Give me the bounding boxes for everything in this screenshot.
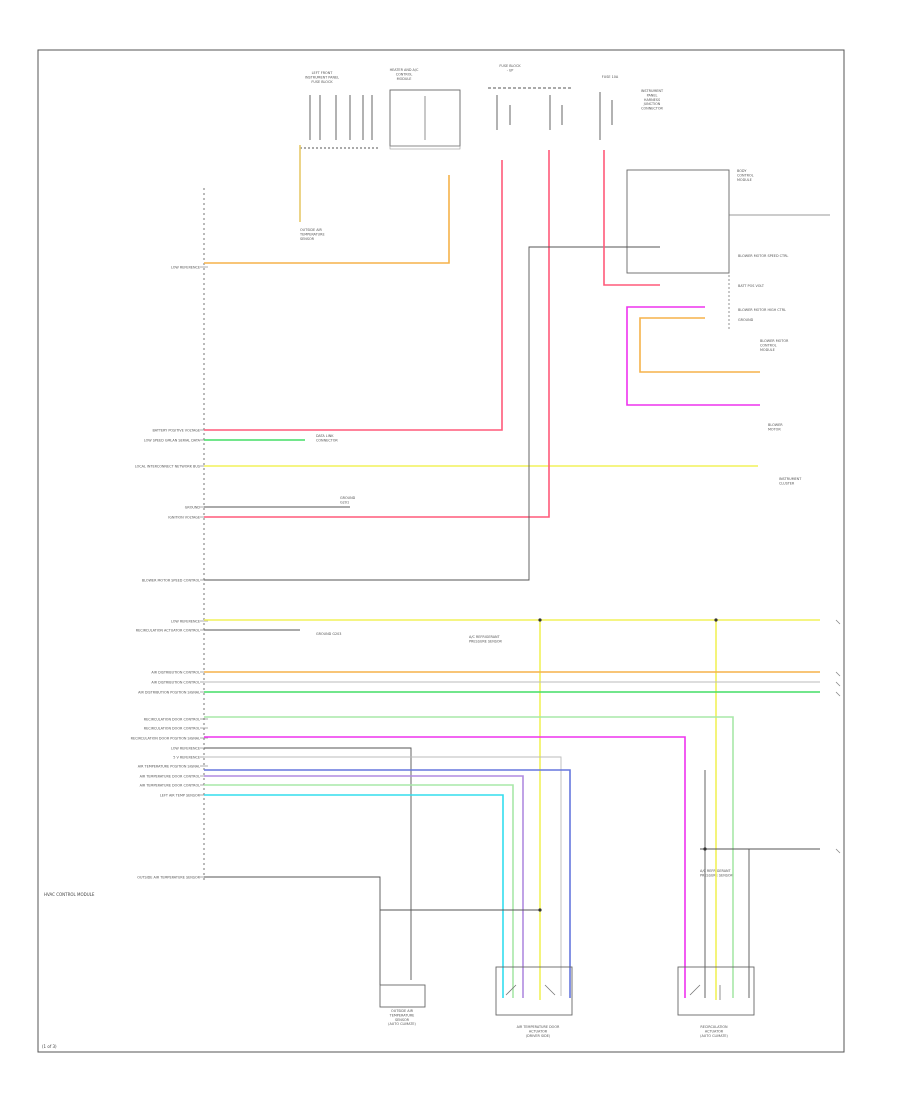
component-label: FUSE BLOCK- I/P <box>499 64 521 72</box>
fuse-block-ip <box>488 87 572 130</box>
pin-label: GROUND <box>185 506 201 510</box>
wires <box>204 145 820 1000</box>
module-pin-labels: LOW REFERENCE BATTERY POSITIVE VOLTAGE LOW… <box>131 266 201 880</box>
pin-label: RECIRCULATION ACTUATOR CONTROL <box>136 629 200 633</box>
wire-cyan-left-temp <box>204 794 504 998</box>
wire-black-blower-speed <box>204 246 660 581</box>
pin-label: AIR TEMPERATURE DOOR CONTROL <box>140 775 201 779</box>
pin-label: BATTERY POSITIVE VOLTAGE <box>152 429 200 433</box>
pin-label: LOW REFERENCE <box>171 266 200 270</box>
pin-label: BLOWER MOTOR SPEED CONTROL <box>142 579 200 583</box>
svg-text:GROUND: GROUND <box>738 318 754 322</box>
splice-points <box>538 618 718 912</box>
wire-red-battery <box>204 160 503 431</box>
wire-tan-blower-ground <box>639 317 760 373</box>
body-control-module: BLOWER MOTOR SPEED CTRL BATT POS VOLT BL… <box>626 169 830 330</box>
wire-red-bcm-batt <box>603 150 660 286</box>
pin-label: LEFT AIR TEMP SENSOR <box>160 794 201 798</box>
component-label: FUSE 10A <box>602 75 619 79</box>
component-label: GROUND G203 <box>316 632 341 636</box>
pin-label: AIR DISTRIBUTION POSITION SIGNAL <box>138 691 200 695</box>
wire-ltgreen-recirc-1 <box>204 716 734 998</box>
wire-gray-recirc-pos <box>204 747 412 980</box>
pin-label: AIR TEMPERATURE DOOR CONTROL <box>140 784 201 788</box>
pin-label: RECIRCULATION DOOR POSITION SIGNAL <box>131 737 201 741</box>
svg-text:BLOWER MOTOR SPEED CTRL: BLOWER MOTOR SPEED CTRL <box>738 254 788 258</box>
pin-label: AIR DISTRIBUTION CONTROL <box>151 681 200 685</box>
pin-label: LOW REFERENCE <box>171 747 200 751</box>
air-temp-actuator-box <box>495 966 573 1016</box>
diagram-frame <box>37 49 845 1053</box>
pin-label: 5 V REFERENCE <box>173 756 200 760</box>
pin-label: IGNITION VOLTAGE <box>168 516 200 520</box>
module-name: HVAC CONTROL MODULE <box>44 892 95 897</box>
outside-air-sensor-box <box>379 984 426 1008</box>
pin-label: LOCAL INTERCONNECT NETWORK BUS <box>135 465 200 469</box>
wire-gray-outside-air <box>204 876 381 985</box>
wire-orange-low-ref <box>204 175 450 264</box>
wire-red-ignition <box>204 150 550 518</box>
pin-label: LOW REFERENCE <box>171 620 200 624</box>
wire-violet-air-temp-1 <box>204 775 524 998</box>
pin-label: RECIRCULATION DOOR CONTROL <box>144 718 200 722</box>
wire-pink-recirc-2 <box>204 736 686 998</box>
svg-text:BLOWER MOTOR HIGH CTRL: BLOWER MOTOR HIGH CTRL <box>738 308 786 312</box>
wire-ltgreen-air-temp-2 <box>204 784 514 998</box>
pin-label: OUTSIDE AIR TEMPERATURE SENSOR <box>137 876 200 880</box>
continuation-marks <box>835 619 841 854</box>
pin-label: AIR TEMPERATURE POSITION SIGNAL <box>138 765 200 769</box>
fuse-10a <box>599 92 613 140</box>
recirc-actuator-box <box>677 966 755 1016</box>
wire-blue-air-temp-pos <box>204 769 571 998</box>
pin-label: RECIRCULATION DOOR CONTROL <box>144 727 200 731</box>
fuse-block-left <box>300 95 380 149</box>
page-reference: (1 of 3) <box>42 1044 57 1049</box>
pin-label: LOW SPEED GMLAN SERIAL DATA <box>144 439 201 443</box>
pin-label: AIR DISTRIBUTION CONTROL <box>151 671 200 675</box>
svg-text:BATT POS VOLT: BATT POS VOLT <box>738 284 765 288</box>
wire-lightgray-5v <box>204 756 562 996</box>
wire-pink-blower-motor <box>626 306 760 406</box>
